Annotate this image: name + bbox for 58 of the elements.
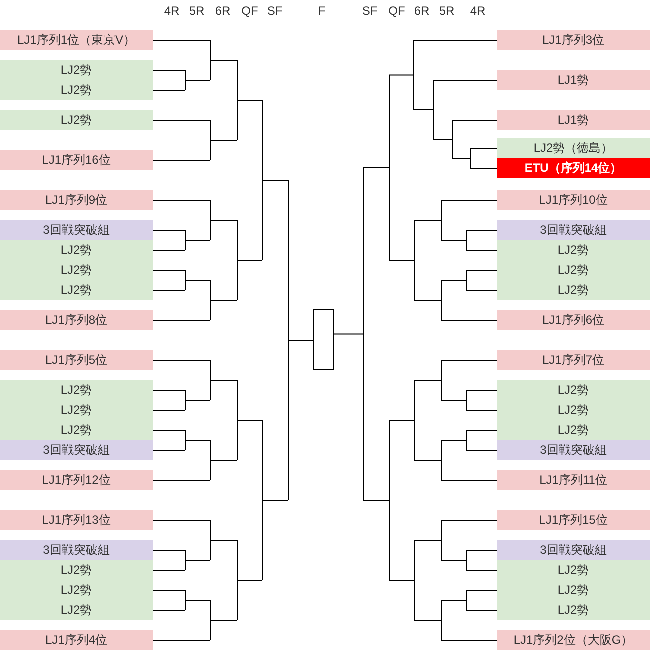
team-label: LJ1序列11位 bbox=[497, 470, 650, 490]
round-header: SF bbox=[267, 4, 283, 18]
team-label: LJ1序列8位 bbox=[0, 310, 153, 330]
round-header: 6R bbox=[215, 4, 231, 18]
team-label: 3回戦突破組 bbox=[497, 440, 650, 460]
team-label: LJ1序列2位（大阪G） bbox=[497, 630, 650, 650]
team-label: LJ1序列4位 bbox=[0, 630, 153, 650]
team-label: LJ2勢 bbox=[0, 580, 153, 600]
team-label: LJ2勢 bbox=[0, 560, 153, 580]
team-label: LJ2勢 bbox=[0, 80, 153, 100]
team-label: LJ2勢 bbox=[497, 400, 650, 420]
team-label: LJ2勢 bbox=[497, 600, 650, 620]
round-header: 6R bbox=[414, 4, 430, 18]
team-label: LJ1序列10位 bbox=[497, 190, 650, 210]
team-label: LJ1勢 bbox=[497, 110, 650, 130]
team-label: LJ2勢（徳島） bbox=[497, 138, 650, 158]
team-label: LJ2勢 bbox=[0, 600, 153, 620]
team-label: LJ2勢 bbox=[497, 580, 650, 600]
team-label: LJ1序列9位 bbox=[0, 190, 153, 210]
team-label: LJ2勢 bbox=[0, 380, 153, 400]
round-header: QF bbox=[388, 4, 406, 18]
round-header: SF bbox=[362, 4, 378, 18]
team-label: LJ2勢 bbox=[497, 260, 650, 280]
team-label: LJ2勢 bbox=[497, 380, 650, 400]
round-header: QF bbox=[242, 4, 258, 18]
team-label: LJ2勢 bbox=[0, 260, 153, 280]
team-label: 3回戦突破組 bbox=[497, 540, 650, 560]
team-label: 3回戦突破組 bbox=[0, 540, 153, 560]
team-label: LJ1勢 bbox=[497, 70, 650, 90]
team-label: LJ2勢 bbox=[497, 280, 650, 300]
team-label: 3回戦突破組 bbox=[0, 220, 153, 240]
team-label: LJ2勢 bbox=[0, 420, 153, 440]
round-header: 5R bbox=[439, 4, 455, 18]
team-label: 3回戦突破組 bbox=[497, 220, 650, 240]
team-label: LJ1序列5位 bbox=[0, 350, 153, 370]
team-label: LJ1序列12位 bbox=[0, 470, 153, 490]
team-label: LJ1序列3位 bbox=[497, 30, 650, 50]
round-header: 5R bbox=[189, 4, 205, 18]
team-label: LJ1序列16位 bbox=[0, 150, 153, 170]
team-label: LJ2勢 bbox=[497, 240, 650, 260]
team-label: LJ2勢 bbox=[0, 280, 153, 300]
final-box bbox=[314, 310, 334, 370]
team-label: ETU（序列14位） bbox=[497, 158, 650, 178]
team-label: LJ2勢 bbox=[0, 240, 153, 260]
team-label: LJ1序列13位 bbox=[0, 510, 153, 530]
team-label: LJ1序列6位 bbox=[497, 310, 650, 330]
team-label: LJ2勢 bbox=[0, 400, 153, 420]
team-label: 3回戦突破組 bbox=[0, 440, 153, 460]
team-label: LJ2勢 bbox=[497, 420, 650, 440]
round-header: 4R bbox=[470, 4, 486, 18]
team-label: LJ2勢 bbox=[0, 110, 153, 130]
team-label: LJ2勢 bbox=[0, 60, 153, 80]
team-label: LJ2勢 bbox=[497, 560, 650, 580]
team-label: LJ1序列15位 bbox=[497, 510, 650, 530]
round-header: 4R bbox=[164, 4, 180, 18]
team-label: LJ1序列7位 bbox=[497, 350, 650, 370]
round-header: F bbox=[318, 4, 326, 18]
team-label: LJ1序列1位（東京V） bbox=[0, 30, 153, 50]
